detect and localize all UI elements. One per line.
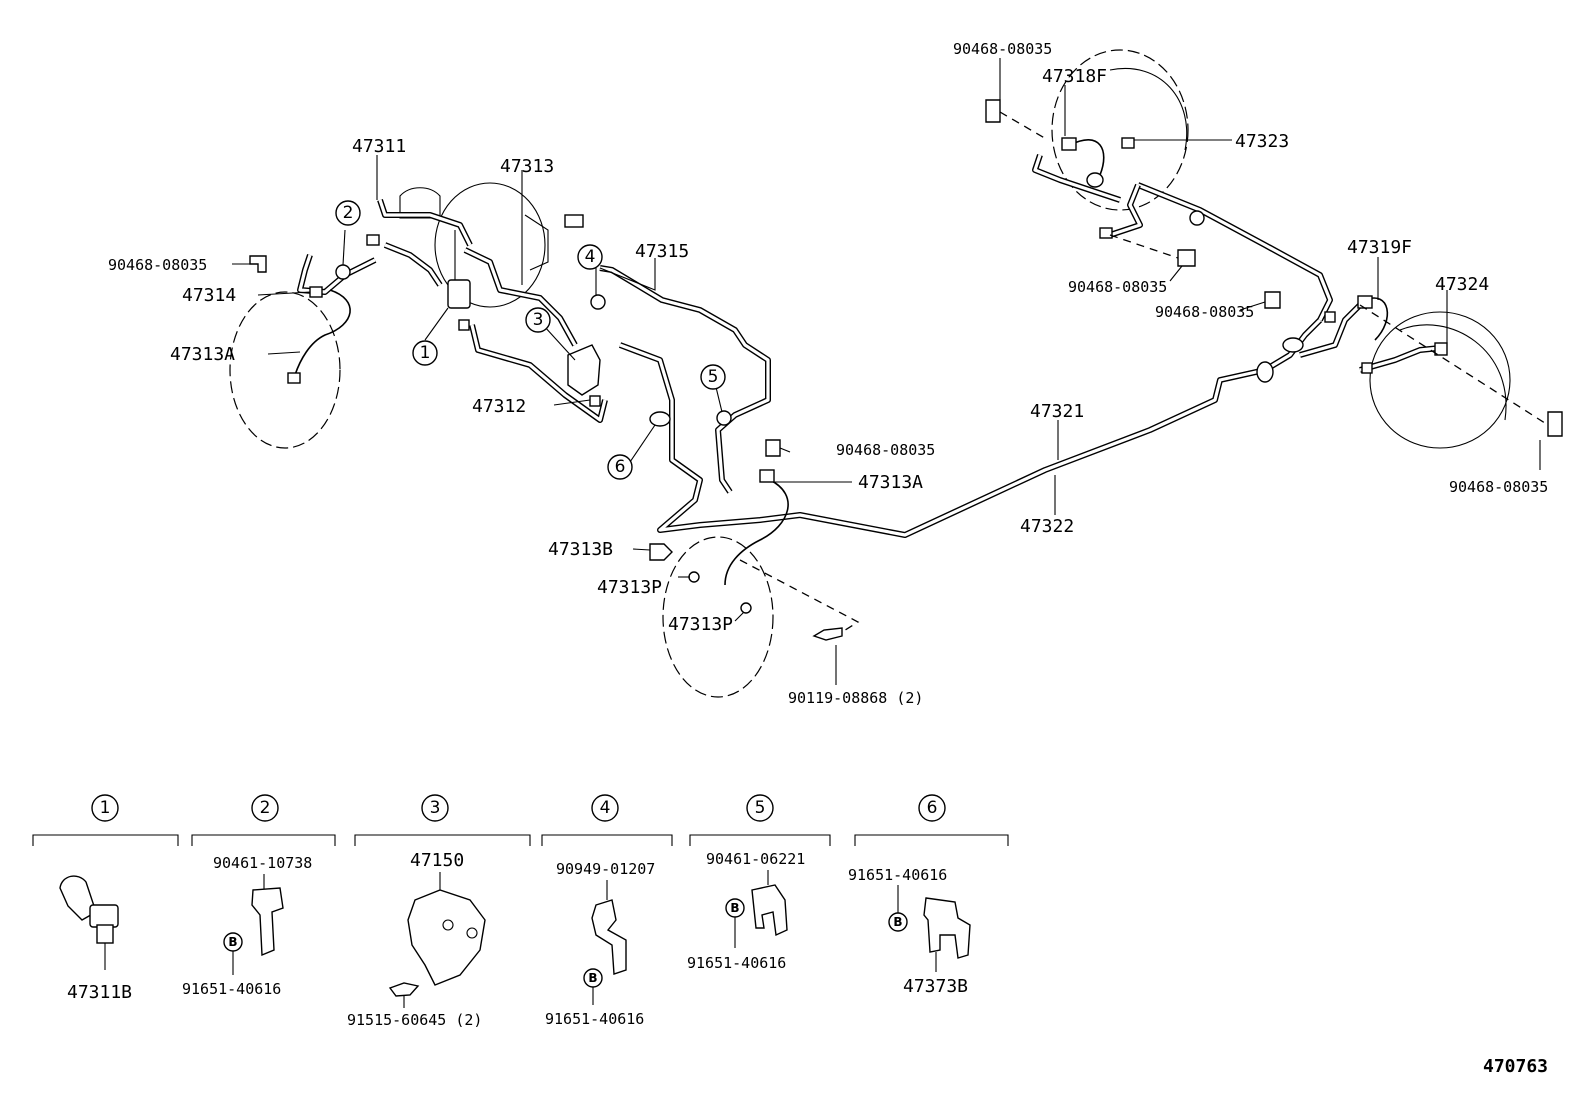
callout-3: 3 xyxy=(525,307,551,333)
svg-text:1: 1 xyxy=(420,343,431,363)
svg-text:2: 2 xyxy=(343,203,354,223)
label-91651-40616-panel5: 91651-40616 xyxy=(687,954,786,972)
rear-right-drum xyxy=(1051,49,1189,211)
main-small-parts xyxy=(249,99,1563,641)
label-47321: 47321 xyxy=(1030,401,1084,422)
label-47313P-upper: 47313P xyxy=(597,577,662,598)
label-91651-40616-panel6: 91651-40616 xyxy=(848,866,947,884)
detail-3: 3 47150 91515-60645 (2) xyxy=(347,794,531,1029)
label-90468-08035-left: 90468-08035 xyxy=(108,256,207,274)
label-47313A-center: 47313A xyxy=(858,472,923,493)
front-left-disc xyxy=(229,291,341,449)
label-90949-01207: 90949-01207 xyxy=(556,860,655,878)
label-90468-08035-top: 90468-08035 xyxy=(953,40,1052,58)
label-90461-06221: 90461-06221 xyxy=(706,850,805,868)
svg-text:B: B xyxy=(730,901,739,915)
detail-1: 1 47311B xyxy=(32,794,179,1003)
svg-text:1: 1 xyxy=(100,798,111,818)
label-47373B: 47373B xyxy=(903,976,968,997)
callout-5: 5 xyxy=(700,364,726,390)
label-47323: 47323 xyxy=(1235,131,1289,152)
label-47313P-lower: 47313P xyxy=(668,614,733,635)
svg-text:5: 5 xyxy=(708,367,719,387)
svg-text:B: B xyxy=(893,915,902,929)
label-47315: 47315 xyxy=(635,241,689,262)
label-47318F: 47318F xyxy=(1042,66,1107,87)
svg-text:4: 4 xyxy=(585,247,596,267)
label-47150: 47150 xyxy=(410,850,464,871)
part-labels: 90468-08035 47318F 47323 47311 47313 473… xyxy=(108,40,1548,707)
svg-text:3: 3 xyxy=(533,310,544,330)
label-90468-08035-mid: 90468-08035 xyxy=(1068,278,1167,296)
label-91651-40616-panel4: 91651-40616 xyxy=(545,1010,644,1028)
svg-text:6: 6 xyxy=(615,457,626,477)
leader-lines xyxy=(232,58,1541,685)
label-47319F: 47319F xyxy=(1347,237,1412,258)
tube-fittings xyxy=(287,137,1448,483)
callout-6: 6 xyxy=(607,454,633,480)
svg-text:5: 5 xyxy=(755,798,766,818)
label-47313A-left: 47313A xyxy=(170,344,235,365)
label-47311: 47311 xyxy=(352,136,406,157)
master-cylinder-booster xyxy=(399,182,584,308)
label-47314: 47314 xyxy=(182,285,236,306)
detail-5: 5 90461-06221 B 91651-40616 xyxy=(687,794,831,972)
svg-text:B: B xyxy=(228,935,237,949)
rear-left-drum xyxy=(1369,311,1511,449)
label-90468-08035-center: 90468-08035 xyxy=(836,441,935,459)
svg-text:2: 2 xyxy=(260,798,271,818)
detail-6: 6 91651-40616 B 47373B xyxy=(848,794,1009,997)
label-91651-40616-panel2: 91651-40616 xyxy=(182,980,281,998)
label-47311B: 47311B xyxy=(67,982,132,1003)
label-90468-08035-right: 90468-08035 xyxy=(1155,303,1254,321)
label-90461-10738: 90461-10738 xyxy=(213,854,312,872)
label-47313: 47313 xyxy=(500,156,554,177)
detail-2: 2 90461-10738 B 91651-40616 xyxy=(182,794,336,998)
dashed-guides xyxy=(739,111,1549,633)
svg-text:6: 6 xyxy=(927,798,938,818)
brake-tubes xyxy=(294,139,1441,586)
detail-4: 4 90949-01207 B 91651-40616 xyxy=(541,794,673,1028)
label-47313B: 47313B xyxy=(548,539,613,560)
figure-number: 470763 xyxy=(1483,1056,1548,1077)
callout-2: 2 xyxy=(335,200,361,226)
label-90468-08035-far-right: 90468-08035 xyxy=(1449,478,1548,496)
label-47322: 47322 xyxy=(1020,516,1074,537)
svg-text:3: 3 xyxy=(430,798,441,818)
callouts-main: 2 1 3 4 5 6 xyxy=(335,200,726,480)
front-right-disc xyxy=(662,536,774,698)
label-47312: 47312 xyxy=(472,396,526,417)
svg-text:4: 4 xyxy=(600,798,611,818)
label-47324: 47324 xyxy=(1435,274,1489,295)
svg-text:B: B xyxy=(588,971,597,985)
callout-1: 1 xyxy=(412,340,438,366)
label-91515-60645: 91515-60645 (2) xyxy=(347,1011,482,1029)
label-90119-08868: 90119-08868 (2) xyxy=(788,689,923,707)
callout-4: 4 xyxy=(577,244,603,270)
